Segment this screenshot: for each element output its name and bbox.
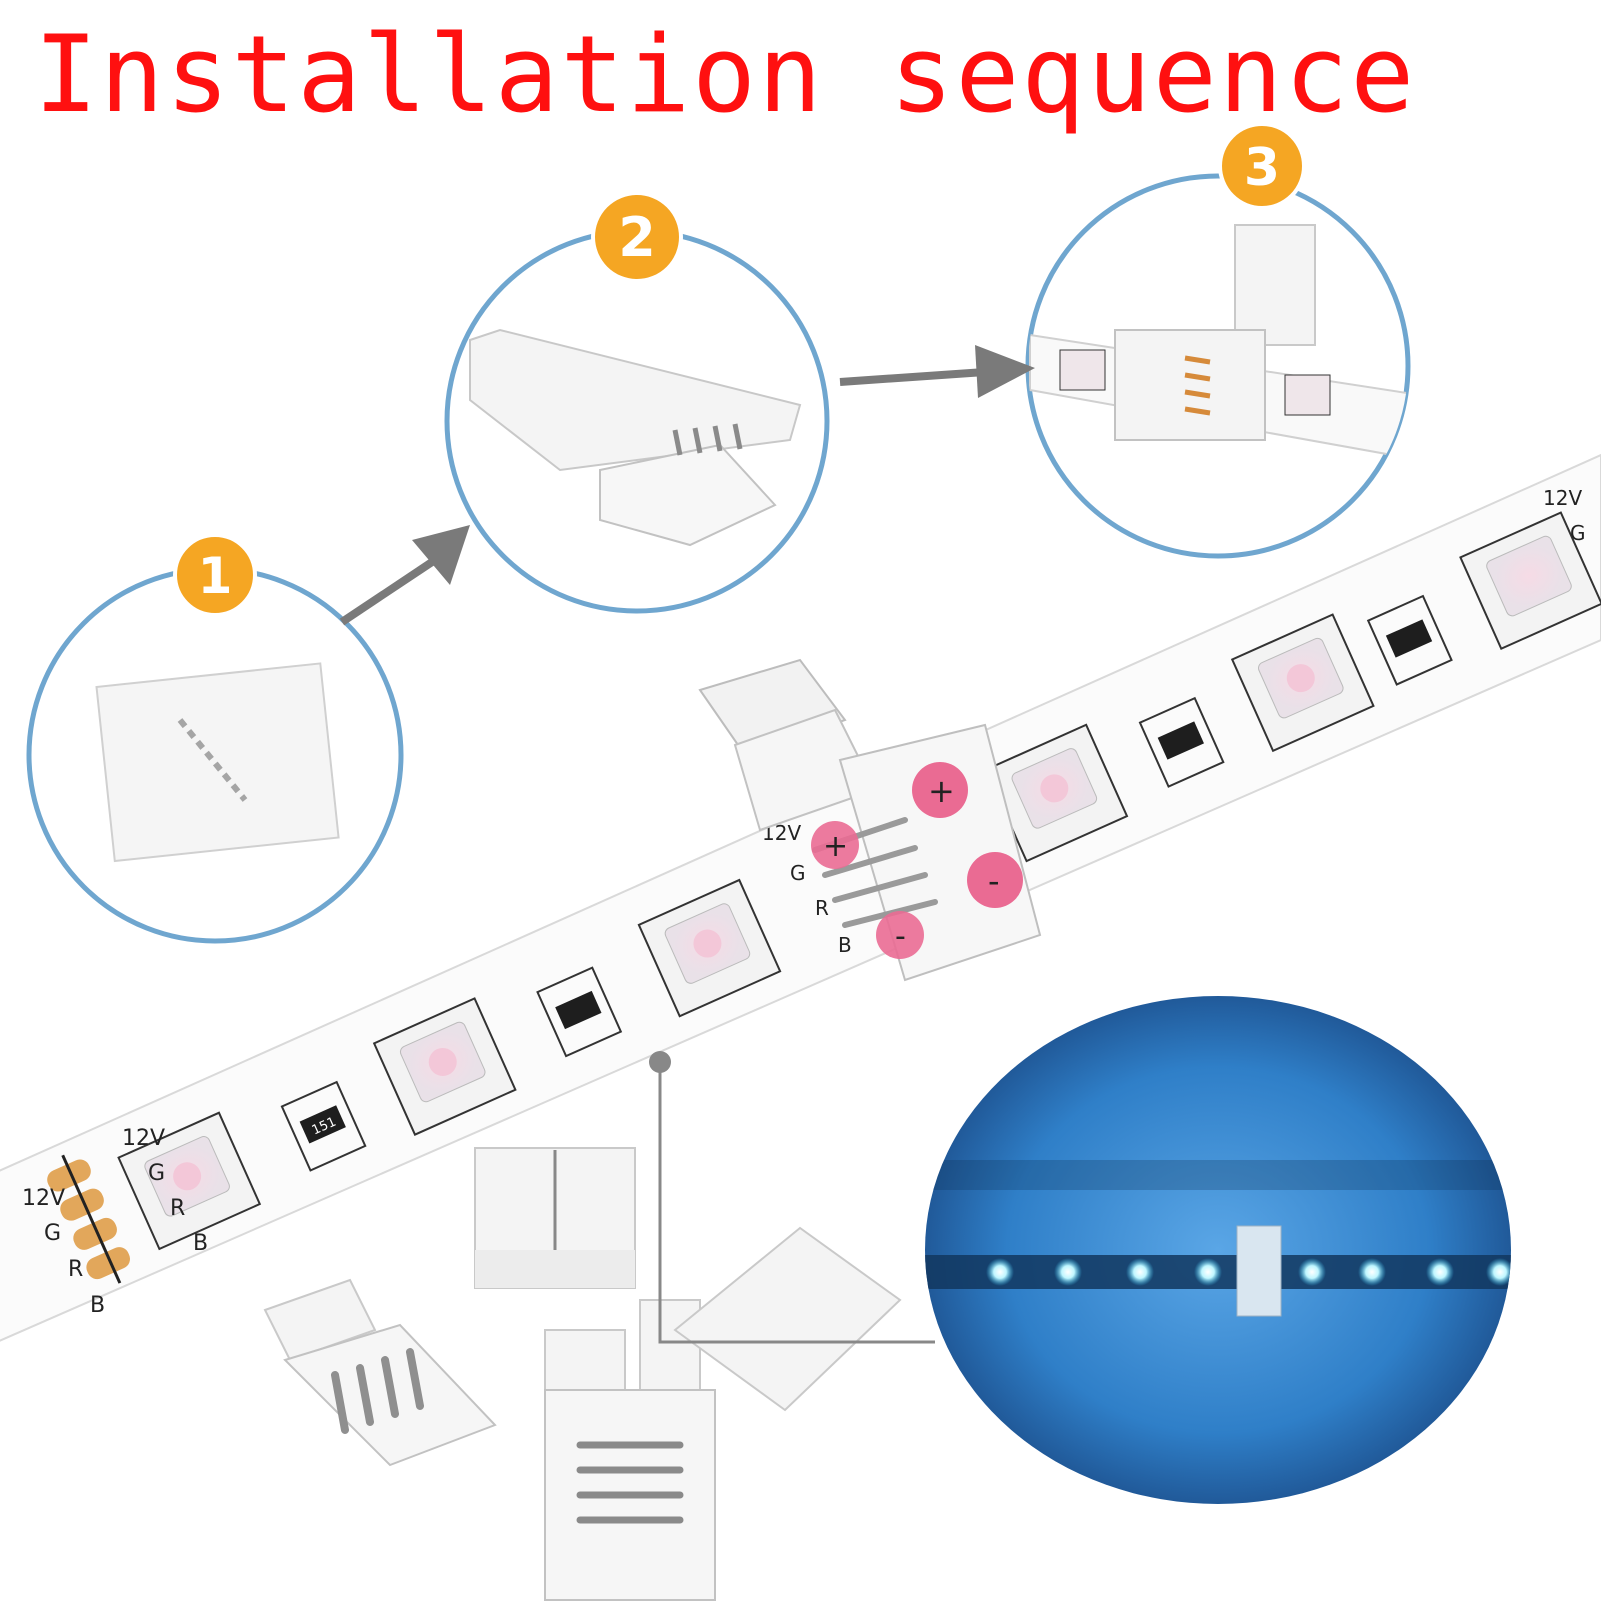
step-1-number: 1 bbox=[198, 547, 233, 605]
callout-line bbox=[649, 1051, 935, 1344]
step-3-circle bbox=[1025, 173, 1411, 559]
connector-closed-right bbox=[673, 1226, 902, 1412]
resistor bbox=[1366, 594, 1453, 686]
label-g: G bbox=[148, 1161, 165, 1186]
label-g-end: G bbox=[44, 1221, 61, 1246]
step-3-number: 3 bbox=[1244, 138, 1280, 198]
lit-strip-photo bbox=[925, 996, 1511, 1504]
label-b-end: B bbox=[90, 1293, 105, 1318]
label-r-mid: R bbox=[815, 896, 829, 920]
led-chip bbox=[117, 1111, 262, 1251]
copper-pads bbox=[47, 1154, 131, 1284]
led-strip: 151 bbox=[0, 453, 1601, 1342]
connector-straight bbox=[474, 1147, 636, 1289]
label-12v-end: 12V bbox=[22, 1186, 65, 1211]
led-chip bbox=[1459, 511, 1601, 651]
label-12v: 12V bbox=[122, 1126, 165, 1151]
label-r-end: R bbox=[68, 1257, 83, 1282]
step-2-number: 2 bbox=[618, 206, 656, 269]
step-1-circle bbox=[26, 566, 404, 944]
strip-labels-left: 12V G R B 12V G R B bbox=[22, 1126, 208, 1318]
led-chip bbox=[637, 878, 782, 1018]
resistor bbox=[1138, 696, 1225, 788]
connector-open-center bbox=[544, 1299, 716, 1601]
step-3-badge: 3 bbox=[1218, 122, 1306, 210]
strip-connector: + - + - bbox=[698, 658, 1042, 982]
label-g-right: G bbox=[1570, 521, 1586, 545]
led-chip bbox=[984, 723, 1129, 863]
led-chip bbox=[1230, 613, 1375, 753]
connector-open-left bbox=[263, 1278, 497, 1467]
plus-mark-pin: + bbox=[823, 829, 848, 864]
polarity-marks: + - + - bbox=[811, 762, 1023, 959]
minus-mark-pin: - bbox=[895, 919, 906, 954]
arrow-step-2-to-3 bbox=[839, 345, 1035, 398]
step-2-badge: 2 bbox=[591, 191, 683, 283]
label-g-mid: G bbox=[790, 861, 806, 885]
resistor: 151 bbox=[280, 1080, 367, 1172]
label-12v-right: 12V bbox=[1543, 486, 1582, 510]
page-title: Installation sequence bbox=[34, 13, 1417, 136]
minus-mark: - bbox=[988, 862, 1000, 900]
label-b-mid: B bbox=[838, 933, 852, 957]
step-1-badge: 1 bbox=[173, 533, 257, 617]
resistor bbox=[536, 966, 623, 1058]
label-r: R bbox=[170, 1196, 185, 1221]
step-2-circle bbox=[444, 228, 830, 614]
plus-mark: + bbox=[928, 772, 955, 810]
label-b: B bbox=[193, 1231, 208, 1256]
loose-connectors bbox=[263, 1147, 902, 1601]
led-chip bbox=[372, 997, 517, 1136]
arrow-step-1-to-2 bbox=[339, 525, 470, 626]
